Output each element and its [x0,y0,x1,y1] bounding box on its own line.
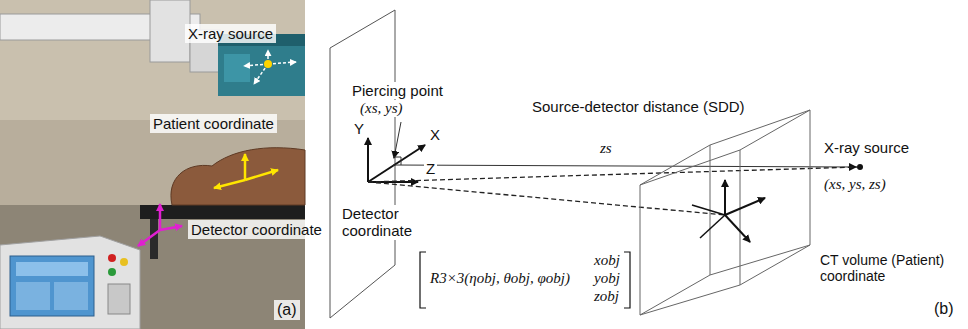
control-panel [0,236,140,329]
ct-volume-edge [640,275,710,315]
arm-column [150,0,190,62]
part-label: X-ray source [185,24,276,43]
table-leg [150,219,158,259]
source-panel [224,54,250,82]
screen-bar [16,262,88,276]
control-screen [10,256,94,316]
coordinate-label: (xs, ys) [358,100,404,117]
source-axis [268,62,296,64]
part-label: X-ray source [822,139,911,156]
table [140,205,305,219]
detector-axis [367,138,369,182]
frame-label: CT volume (Patient) coordinate [818,252,962,284]
source-housing [218,34,305,96]
wall [0,0,305,329]
ct-volume-edge [640,145,710,185]
x-ray-source-point [857,164,863,170]
patient-axis [725,215,750,242]
patient-axis [245,170,278,180]
translation-entry: zobj [592,288,621,305]
detector-axis [368,145,425,182]
patient-axis [244,154,247,180]
detector-axis [138,230,160,246]
patient-axis [725,198,765,215]
translation-entry: xobj [592,252,622,269]
right-angle-mark [393,157,401,165]
screen-cell [16,282,50,310]
detector-axis [159,204,162,230]
translation-entry: yobj [592,270,622,287]
distance-label: Source-detector distance (SDD) [530,98,747,115]
photo [0,0,305,329]
detector-plane [330,10,395,318]
part-label: Patient coordinate [150,114,277,133]
ct-volume-front [640,150,740,315]
patient-phantom [171,148,305,205]
patient-axis [214,180,245,188]
patient-axis-tail [692,205,725,215]
point-label: Piercing point [350,82,445,99]
screen-cell [54,282,88,310]
coordinate-label: (xs, ys, zs) [822,176,888,193]
ct-volume-back [710,110,810,275]
panel-tag: (b) [932,300,956,318]
ct-volume-edge [740,245,810,285]
part-label: Detector coordinate [188,220,325,239]
source-focal-dot [264,60,272,68]
distance-symbol: zs [598,140,614,157]
patient-axis-tail [700,215,725,238]
matrix-bracket [624,252,630,308]
sdd-line [393,165,856,167]
panel-button [108,268,116,276]
geometry-sketch [330,10,863,318]
matrix-bracket [420,252,426,308]
panel-key [108,284,130,314]
ct-volume-edge [740,110,810,150]
panel-button [108,254,116,262]
panel-tag: (a) [274,300,300,320]
axis-label: Y [352,120,366,137]
axis-label: Z [424,160,437,177]
rotation-matrix: R3×3(ηobj, θobj, φobj) [428,270,572,287]
ray-line [368,167,857,182]
leader-line [394,122,401,158]
axis-label: X [428,126,442,143]
panel-button [120,258,128,266]
wall-upper [0,0,305,120]
frame-label: Detector coordinate [340,205,426,240]
detector-axis [160,226,182,230]
patient-axis [724,180,726,215]
